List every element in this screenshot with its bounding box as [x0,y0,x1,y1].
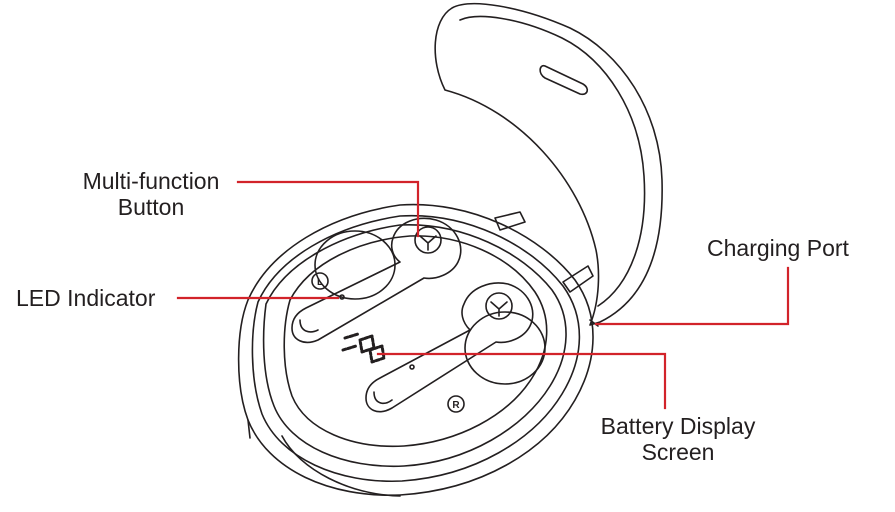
label-charging-port: Charging Port [707,235,849,261]
label-multi-function-button: Multi-function Button [62,168,240,220]
led-dot [339,294,345,300]
case-lid [434,3,663,326]
label-multi-function-line1: Multi-function [82,168,220,194]
left-marker-ring [311,272,329,290]
left-earbud [291,217,462,344]
label-battery-display-line1: Battery Display [600,413,756,439]
label-battery-display-screen: Battery Display Screen [585,413,771,465]
label-battery-display-line2: Screen [641,439,715,465]
case-body [237,203,599,497]
leader-charging-port [594,266,790,326]
label-multi-function-line2: Button [117,194,185,220]
battery-display-screen [341,332,386,364]
left-mark-letter: L [317,277,323,288]
hinge-pin-lower [562,265,594,293]
right-marker-ring [447,395,465,413]
leader-battery-display [376,352,667,410]
right-mark-letter: R [452,400,460,411]
right-earbud [365,282,546,413]
mic-dot [409,364,415,370]
leader-lines [176,180,790,410]
hinge-pin-upper [494,211,526,231]
label-led-indicator: LED Indicator [16,285,156,311]
lid-latch-slot [539,64,589,96]
leader-multi-function [236,180,420,238]
